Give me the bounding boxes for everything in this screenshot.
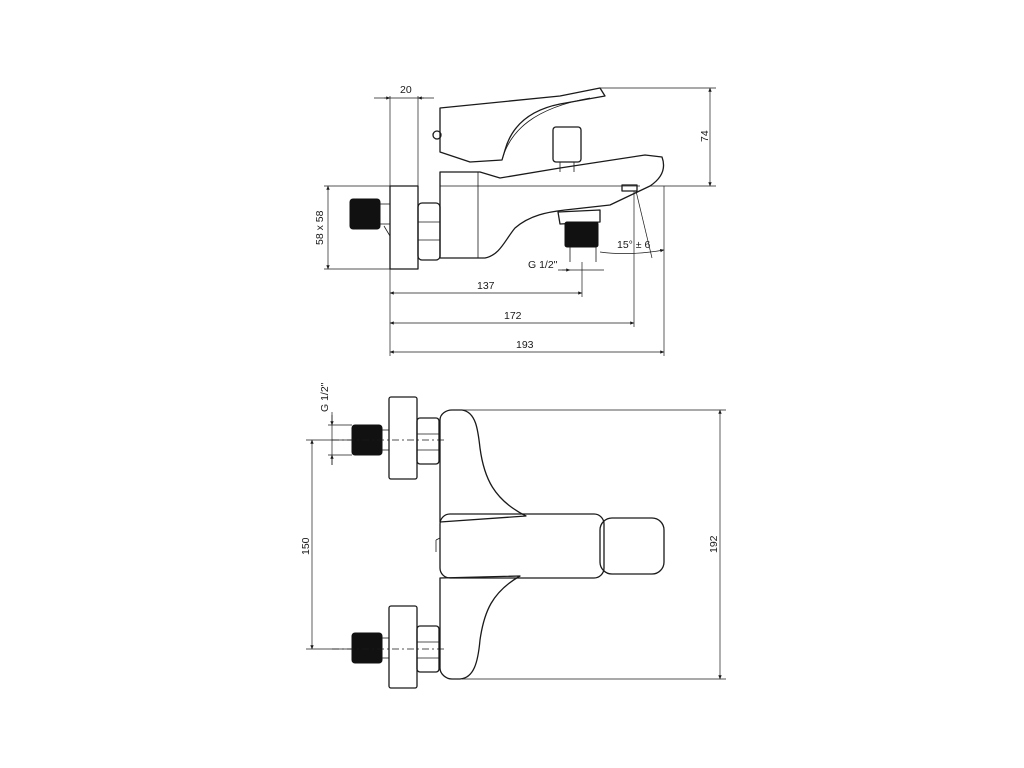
front-handle (439, 513, 605, 579)
side-wall-rosette (389, 185, 419, 270)
dim-depth-137: 137 (477, 280, 495, 292)
side-mixer-body (439, 154, 665, 259)
dim-depth-172: 172 (504, 310, 522, 322)
front-inlet-thread-lower (351, 632, 383, 664)
dim-wall-offset: 20 (400, 84, 412, 96)
dim-spout-angle: 15° ± 6 (617, 239, 650, 251)
side-diverter-knob (552, 126, 582, 163)
side-handle-lever (439, 87, 606, 163)
dim-height-top: 74 (699, 130, 711, 142)
front-view (332, 396, 665, 689)
front-rosette-lower (388, 605, 418, 689)
dim-total-height: 192 (708, 535, 720, 553)
dim-inlet-spacing: 150 (300, 537, 312, 555)
front-mixer-body (439, 409, 527, 523)
side-inlet-thread (349, 198, 381, 230)
side-hex-nut (417, 202, 441, 261)
front-hex-nut-upper (416, 417, 440, 465)
side-outlet-thread (564, 221, 599, 248)
front-dimensions: G 1/2" 150 192 (300, 382, 726, 680)
dim-rosette-size: 58 x 58 (314, 210, 326, 245)
dim-depth-193: 193 (516, 339, 534, 351)
front-rosette-upper (388, 396, 418, 480)
side-dimensions: 20 74 58 x 58 G 1/2" 15° ± 6 137 172 193 (314, 84, 716, 356)
dim-thread-side: G 1/2" (528, 259, 558, 271)
side-view (349, 87, 665, 270)
dim-thread-front: G 1/2" (319, 382, 331, 412)
front-handle-lever (599, 517, 665, 575)
